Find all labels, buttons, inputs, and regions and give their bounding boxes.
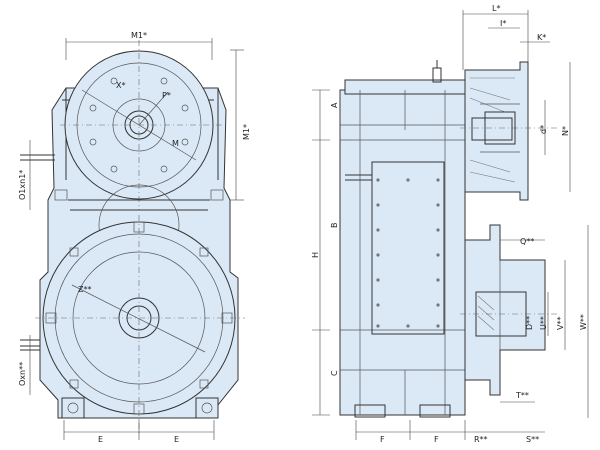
label-d: d* [539, 125, 548, 134]
label-f-right: F [434, 435, 439, 444]
label-k: K* [537, 33, 546, 42]
label-v: V** [556, 317, 565, 330]
label-z: Z** [78, 285, 91, 294]
label-m1-side: M1* [242, 124, 251, 140]
label-s: S** [526, 435, 539, 444]
label-u: U** [539, 316, 548, 330]
side-inner-panel [371, 161, 445, 335]
label-c: C [330, 370, 339, 376]
front-foot-left [61, 397, 85, 419]
label-p: P* [162, 91, 171, 100]
label-h: H [311, 252, 320, 258]
label-w: W** [579, 314, 588, 330]
label-x: X* [116, 81, 125, 90]
label-l: L* [492, 4, 500, 13]
front-view [20, 38, 245, 440]
label-t: T** [515, 391, 529, 400]
front-foot-right [195, 397, 219, 419]
output-shaft-housing [464, 224, 546, 396]
label-e-left: E [98, 435, 103, 444]
label-oxn: Oxn** [18, 362, 27, 386]
label-d-double: D** [525, 316, 534, 330]
label-m1-top: M1* [131, 31, 147, 40]
label-b: B [330, 223, 339, 229]
label-m: M [172, 139, 179, 148]
side-body [339, 89, 466, 416]
label-f-left: F [380, 435, 385, 444]
label-e-right: E [174, 435, 179, 444]
label-n: N* [561, 126, 570, 136]
input-flange [464, 61, 529, 201]
side-bolt-pattern [376, 178, 440, 328]
label-i: I* [500, 19, 506, 28]
label-o1xn1: O1xn1* [18, 170, 27, 200]
label-r: R** [474, 435, 488, 444]
label-q: Q** [520, 237, 534, 246]
label-a: A [330, 102, 339, 108]
side-view [312, 10, 589, 440]
